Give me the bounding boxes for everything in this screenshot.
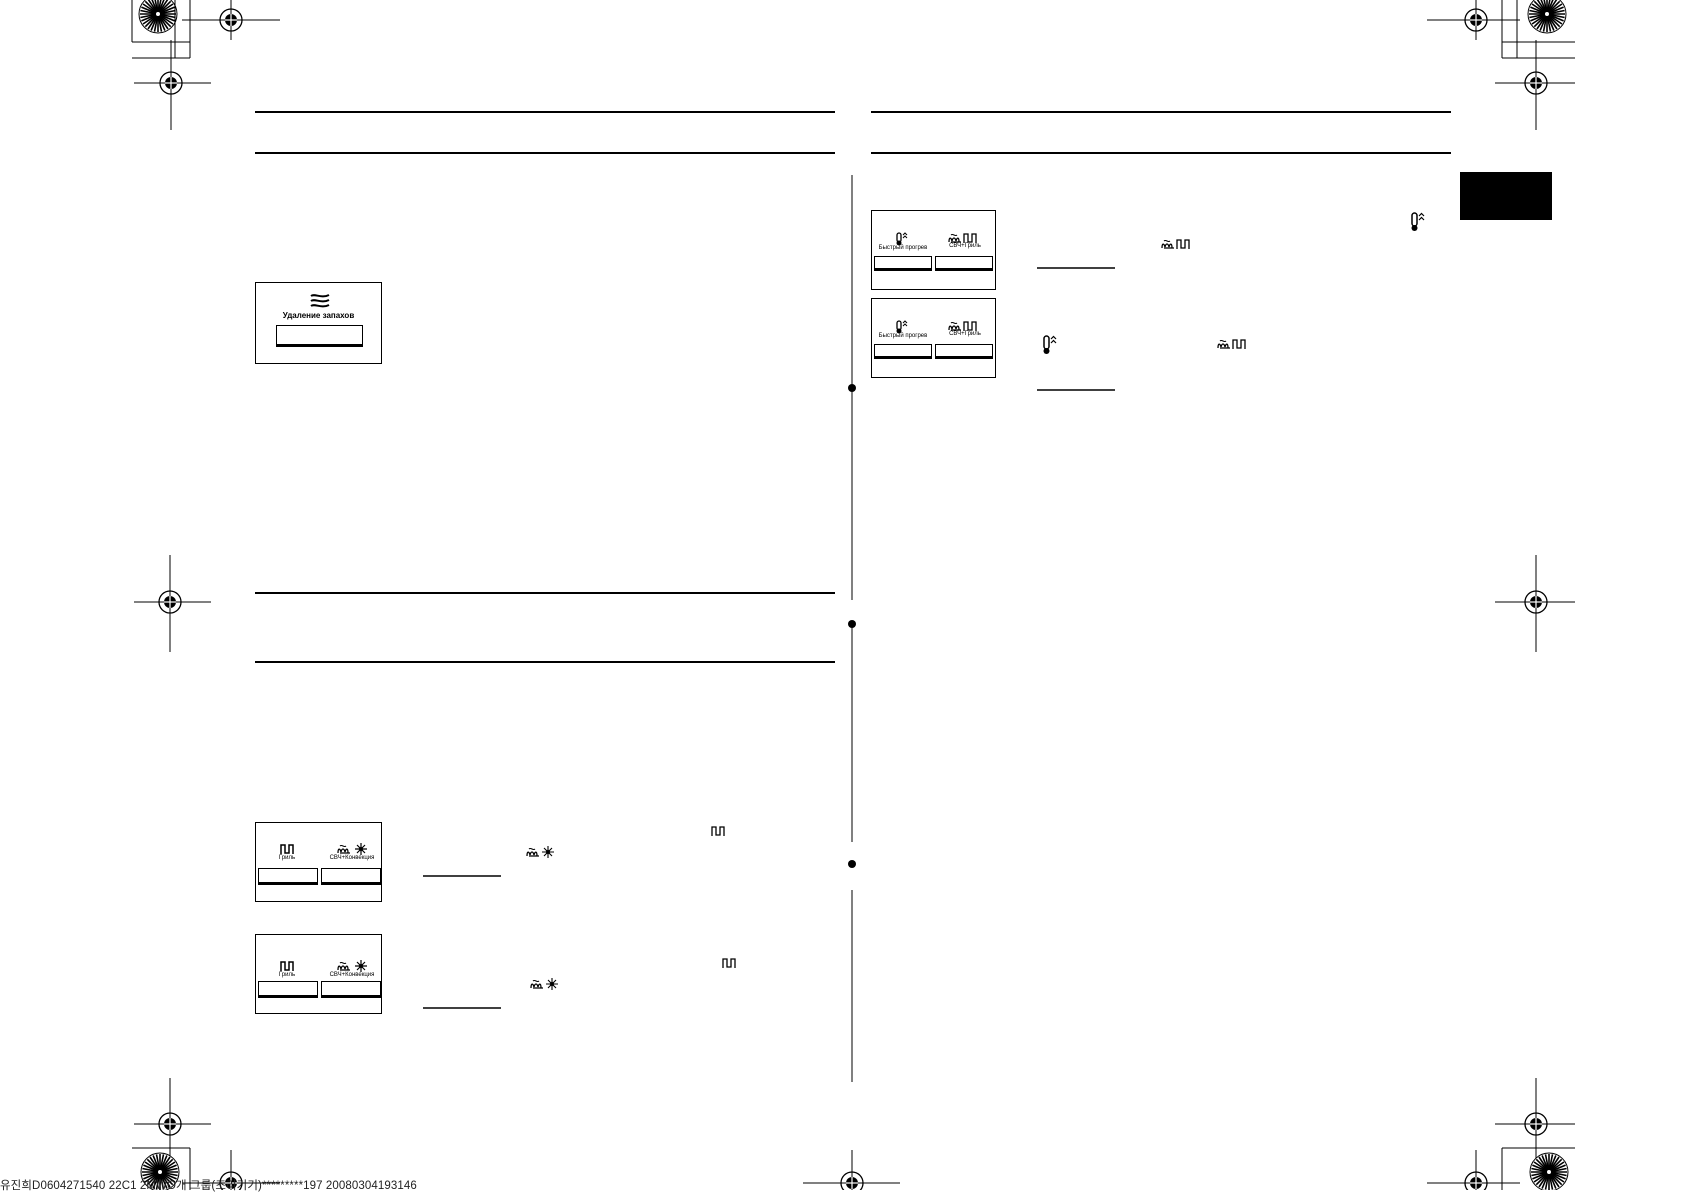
fast-preheat-label: Быстрый прогрев <box>878 333 928 339</box>
color-wheel-icon <box>1527 0 1567 34</box>
deodorize-panel: Удаление запахов <box>255 282 382 364</box>
mw-grill-label: СВЧ+Гриль <box>949 243 981 249</box>
fast-preheat-button[interactable] <box>874 256 932 271</box>
color-wheel-icon <box>138 0 178 34</box>
mw-grill-icon <box>1217 339 1246 349</box>
mw-grill-button[interactable] <box>935 256 993 271</box>
mw-grill-icon <box>1161 239 1190 249</box>
registration-mark-icon <box>1495 555 1575 652</box>
deodorize-label: Удаление запахов <box>282 311 355 320</box>
registration-mark-icon <box>134 1078 211 1170</box>
language-tab <box>1460 172 1552 220</box>
grill-convection-panel-2: Гриль СВЧ+Конвекция <box>255 934 382 1014</box>
registration-mark-icon <box>1495 1078 1575 1170</box>
grill-icon <box>722 958 736 968</box>
registration-mark-icon <box>1495 40 1575 130</box>
grill-convection-panel: Гриль СВЧ+Конвекция <box>255 822 382 902</box>
thermometer-icon <box>1411 212 1425 231</box>
mw-grill-icon <box>948 321 977 331</box>
thermometer-icon <box>1043 335 1057 354</box>
mw-convection-button[interactable] <box>321 981 381 998</box>
mw-convection-label: СВЧ+Конвекция <box>329 855 375 861</box>
mw-convection-icon <box>530 978 558 990</box>
registration-mark-icon <box>182 1150 280 1190</box>
grill-button[interactable] <box>258 981 318 998</box>
fast-preheat-button[interactable] <box>874 344 932 359</box>
registration-mark-icon <box>134 555 211 652</box>
deodorize-icon <box>310 294 330 308</box>
grill-button[interactable] <box>258 868 318 885</box>
mw-convection-icon <box>337 960 367 972</box>
mw-convection-icon <box>526 846 554 858</box>
deodorize-button[interactable] <box>276 325 363 347</box>
mw-grill-button[interactable] <box>935 344 993 359</box>
registration-mark-icon <box>803 1150 900 1190</box>
registration-mark-icon <box>134 40 211 130</box>
registration-mark-icon <box>1427 1150 1520 1190</box>
grill-icon <box>280 844 294 854</box>
preheat-grill-panel-2: Быстрый прогрев СВЧ+Гриль <box>871 298 996 378</box>
footer-slug: 유진희D0604271540 22C1 2MWO개 그룹(조리기기)******… <box>0 1180 417 1192</box>
grill-label: Гриль <box>278 855 296 861</box>
grill-label: Гриль <box>278 972 296 978</box>
grill-icon <box>711 826 725 836</box>
thermometer-icon <box>896 320 908 334</box>
registration-mark-icon <box>182 0 280 40</box>
mw-convection-button[interactable] <box>321 868 381 885</box>
gutter-divider <box>848 175 856 1082</box>
registration-mark-icon <box>1427 0 1520 40</box>
thermometer-icon <box>896 232 908 246</box>
mw-convection-icon <box>337 843 367 855</box>
color-wheel-icon <box>1529 1152 1569 1190</box>
mw-grill-icon <box>948 233 977 243</box>
mw-grill-label: СВЧ+Гриль <box>949 331 981 337</box>
preheat-grill-panel: Быстрый прогрев СВЧ+Гриль <box>871 210 996 290</box>
fast-preheat-label: Быстрый прогрев <box>878 245 928 251</box>
mw-convection-label: СВЧ+Конвекция <box>329 972 375 978</box>
grill-icon <box>280 961 294 971</box>
